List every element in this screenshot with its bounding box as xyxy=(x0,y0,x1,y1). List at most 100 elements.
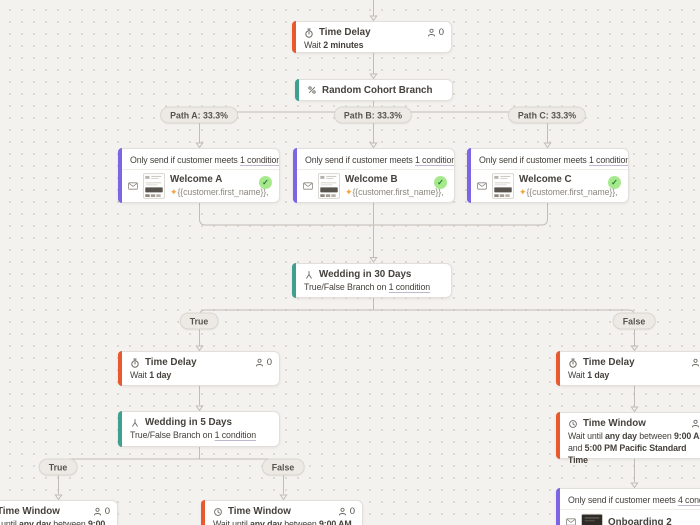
node-title: Wedding in 30 Days xyxy=(319,269,412,280)
status-badge: ✓ xyxy=(434,176,447,189)
accent-bar xyxy=(292,263,296,298)
profile-count: 0 xyxy=(691,418,700,429)
stopwatch-icon xyxy=(569,358,577,368)
accent-bar xyxy=(292,21,296,53)
accent-bar xyxy=(556,488,560,525)
node-body: Wait until any day between 9:00 AM and xyxy=(213,519,352,525)
email-preview: ✦{{customer.first_name}}, Co… xyxy=(345,187,446,197)
time-window-node-bottom-left[interactable]: Time Window 0 Wait until any day between… xyxy=(0,500,118,525)
clock-icon xyxy=(569,419,577,428)
node-body: True/False Branch on 1 condition xyxy=(130,430,257,440)
sparkle-icon: ✦ xyxy=(519,187,527,197)
branch-node-wedding-30-days[interactable]: Wedding in 30 Days True/False Branch on … xyxy=(292,263,452,298)
node-body: Wait until any day between 9:00 AM and 5… xyxy=(568,431,700,465)
node-title: Time Window xyxy=(0,506,60,517)
email-title: Welcome B xyxy=(345,174,398,185)
email-node-welcome-c[interactable]: Only send if customer meets 1 condition … xyxy=(467,148,629,203)
branch-icon xyxy=(306,270,312,279)
envelope-icon xyxy=(566,518,576,525)
person-icon xyxy=(691,358,699,367)
node-title: Time Delay xyxy=(145,357,197,368)
email-thumbnail xyxy=(143,173,165,199)
stopwatch-icon xyxy=(305,28,313,38)
path-a-label: Path A: 33.3% xyxy=(160,106,238,124)
send-condition: Only send if customer meets 1 condition xyxy=(294,149,454,170)
condition-link[interactable]: 4 conditions xyxy=(678,495,700,505)
time-window-node-false-branch[interactable]: Time Window 0 Wait until any day between… xyxy=(556,412,700,465)
condition-link[interactable]: 1 condition xyxy=(240,155,279,165)
branch-false-label-bottom: False xyxy=(261,458,305,476)
node-body: Wait 2 minutes xyxy=(304,40,364,50)
email-thumbnail xyxy=(581,513,603,525)
condition-link[interactable]: 1 condition xyxy=(589,155,628,165)
node-body: Wait 1 day xyxy=(130,370,172,380)
time-window-node-bottom-mid[interactable]: Time Window 0 Wait until any day between… xyxy=(201,500,363,525)
clock-icon xyxy=(214,507,222,516)
profile-count: 0 xyxy=(93,506,110,517)
profile-count: 0 xyxy=(691,357,700,368)
sparkle-icon: ✦ xyxy=(170,187,178,197)
branch-false-label-top: False xyxy=(612,312,656,330)
branch-node-wedding-5-days[interactable]: Wedding in 5 Days True/False Branch on 1… xyxy=(118,411,280,447)
send-condition: Only send if customer meets 1 condition xyxy=(468,149,628,170)
send-condition: Only send if customer meets 1 condition xyxy=(119,149,279,170)
node-title: Time Window xyxy=(583,418,646,429)
accent-bar xyxy=(118,148,122,203)
email-title: Welcome C xyxy=(519,174,572,185)
person-icon xyxy=(93,507,101,516)
node-body: Wait until any day between 9:00 AM and xyxy=(0,519,106,525)
percent-split-icon xyxy=(308,86,316,94)
time-delay-node-true-branch[interactable]: Time Delay 0 Wait 1 day xyxy=(118,351,280,386)
email-node-welcome-a[interactable]: Only send if customer meets 1 condition … xyxy=(118,148,280,203)
branch-icon xyxy=(132,418,138,427)
node-title: Time Delay xyxy=(583,357,635,368)
profile-count: 0 xyxy=(255,357,272,368)
send-condition: Only send if customer meets 4 conditions xyxy=(557,489,700,510)
sparkle-icon: ✦ xyxy=(345,187,353,197)
path-b-label: Path B: 33.3% xyxy=(333,106,413,124)
accent-bar xyxy=(556,351,560,386)
email-thumbnail xyxy=(492,173,514,199)
accent-bar xyxy=(201,500,205,525)
person-icon xyxy=(691,419,699,428)
node-body: True/False Branch on 1 condition xyxy=(304,282,431,292)
status-badge: ✓ xyxy=(259,176,272,189)
email-node-onboarding-2[interactable]: Only send if customer meets 4 conditions… xyxy=(556,488,700,525)
profile-count: 0 xyxy=(427,27,444,38)
random-cohort-branch-node[interactable]: Random Cohort Branch xyxy=(295,79,453,101)
time-delay-node-false-branch[interactable]: Time Delay 0 Wait 1 day xyxy=(556,351,700,386)
condition-link[interactable]: 1 condition xyxy=(214,430,257,440)
accent-bar xyxy=(118,351,122,386)
envelope-icon xyxy=(477,182,487,190)
profile-count-value: 0 xyxy=(349,506,355,517)
email-preview: ✦{{customer.first_name}}, Co… xyxy=(519,187,620,197)
node-title: Time Window xyxy=(228,506,291,517)
email-preview: ✦{{customer.first_name}}, Co… xyxy=(170,187,271,197)
node-title: Random Cohort Branch xyxy=(322,84,433,96)
status-badge: ✓ xyxy=(608,176,621,189)
accent-bar xyxy=(293,148,297,203)
profile-count-value: 0 xyxy=(104,506,110,517)
stopwatch-icon xyxy=(131,358,139,368)
path-c-label: Path C: 33.3% xyxy=(507,106,587,124)
condition-link[interactable]: 1 condition xyxy=(415,155,454,165)
time-delay-node-top[interactable]: Time Delay 0 Wait 2 minutes xyxy=(292,21,452,53)
profile-count-value: 0 xyxy=(266,357,272,368)
accent-bar xyxy=(556,412,560,459)
accent-bar xyxy=(118,411,122,447)
envelope-icon xyxy=(303,182,313,190)
email-thumbnail xyxy=(318,173,340,199)
person-icon xyxy=(255,358,263,367)
email-title: Onboarding 2 xyxy=(608,516,672,525)
branch-true-label-bottom: True xyxy=(38,458,78,476)
envelope-icon xyxy=(128,182,138,190)
email-node-welcome-b[interactable]: Only send if customer meets 1 condition … xyxy=(293,148,455,203)
condition-link[interactable]: 1 condition xyxy=(388,282,431,292)
node-title: Wedding in 5 Days xyxy=(145,417,232,428)
node-body: Wait 1 day xyxy=(568,370,610,380)
profile-count-value: 0 xyxy=(438,27,444,38)
branch-true-label-top: True xyxy=(179,312,219,330)
node-title: Time Delay xyxy=(319,27,371,38)
person-icon xyxy=(338,507,346,516)
